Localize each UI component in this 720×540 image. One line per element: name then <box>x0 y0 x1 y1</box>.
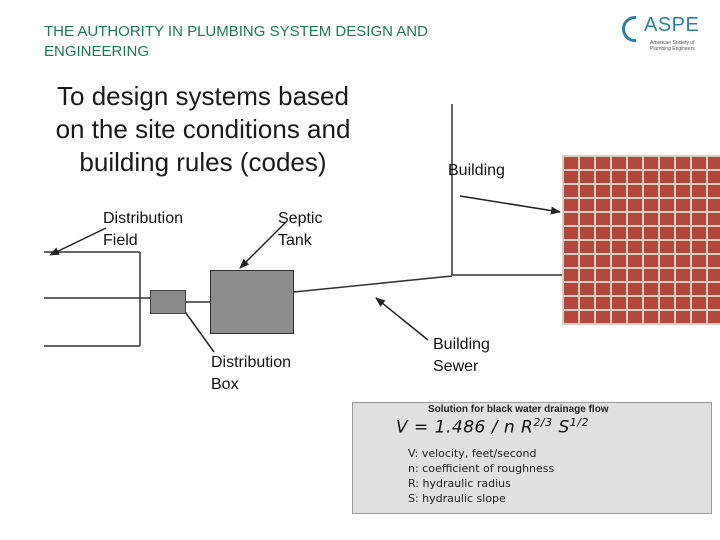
distribution-field-label-line-2: Field <box>103 232 138 249</box>
header-title: THE AUTHORITY IN PLUMBING SYSTEM DESIGN … <box>44 22 544 62</box>
slide-subtitle: To design systems based on the site cond… <box>28 80 378 179</box>
septic-tank <box>210 270 294 334</box>
distribution-field-arrow <box>49 227 107 256</box>
distribution-box-label-line-2: Box <box>211 376 239 393</box>
formula-caption: Solution for black water drainage flow <box>428 404 609 415</box>
septic-tank-arrow <box>239 221 287 269</box>
distribution-box-label: Distribution Box <box>211 352 291 396</box>
logo-ring-icon <box>622 15 652 45</box>
aspe-logo: ASPE American Society of Plumbing Engine… <box>622 14 712 54</box>
definition-v: V: velocity, feet/second <box>408 447 537 460</box>
formula-lhs: V = 1.486 / n R <box>396 417 534 438</box>
definition-r: R: hydraulic radius <box>408 477 511 490</box>
septic-tank-label: Septic Tank <box>278 208 322 252</box>
brick-wall <box>562 155 720 325</box>
septic-tank-label-line-1: Septic <box>278 210 323 227</box>
subtitle-line-3: building rules (codes) <box>79 147 327 177</box>
definition-n: n: coefficient of roughness <box>408 462 555 475</box>
logo-brand: ASPE <box>644 14 700 36</box>
header-title-line-1: THE AUTHORITY IN PLUMBING SYSTEM DESIGN … <box>44 23 428 40</box>
distribution-box-label-line-1: Distribution <box>211 354 292 371</box>
septic-tank-label-line-2: Tank <box>278 232 312 249</box>
building-label: Building <box>448 162 505 179</box>
manning-formula: V = 1.486 / n R2/3 S1/2 <box>396 416 589 438</box>
formula-exponent-s: 1/2 <box>569 416 589 429</box>
building-arrow <box>459 195 561 215</box>
formula-box <box>352 402 712 514</box>
distribution-field-label: Distribution Field <box>103 208 183 252</box>
logo-tagline: American Society of Plumbing Engineers <box>650 40 710 52</box>
logo-tagline-line-1: American Society of <box>650 40 695 46</box>
building-sewer-pipe <box>293 275 453 293</box>
subtitle-line-1: To design systems based <box>57 81 349 111</box>
building-sewer-arrow <box>375 297 429 341</box>
logo-tagline-line-2: Plumbing Engineers <box>650 46 695 52</box>
building-sewer-label-line-2: Sewer <box>433 358 479 375</box>
distribution-box <box>150 290 186 314</box>
formula-exponent-r: 2/3 <box>533 416 553 429</box>
distribution-field-label-line-1: Distribution <box>103 210 184 227</box>
building-sewer-label: Building Sewer <box>433 334 490 378</box>
header-title-line-2: ENGINEERING <box>44 43 150 60</box>
definition-s: S: hydraulic slope <box>408 492 506 505</box>
building-sewer-label-line-1: Building <box>433 336 490 353</box>
formula-definitions: V: velocity, feet/second n: coefficient … <box>408 446 554 506</box>
formula-s: S <box>552 417 570 438</box>
subtitle-line-2: on the site conditions and <box>55 114 351 144</box>
